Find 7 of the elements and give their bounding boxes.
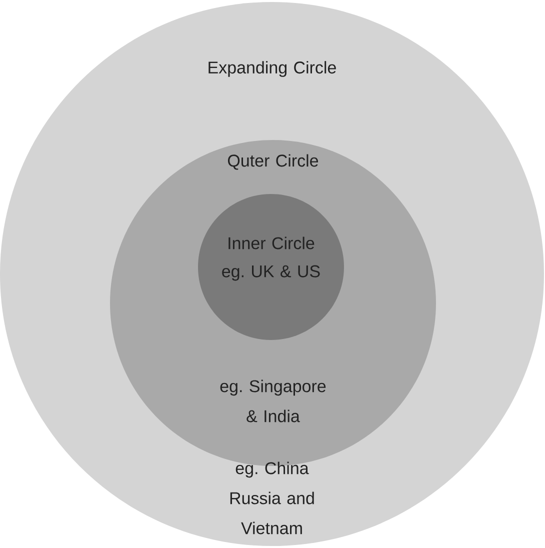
circle-label: Inner Circle (228, 236, 314, 250)
circle-region (198, 194, 344, 340)
example-label: eg. UK & US (222, 265, 320, 281)
circle-label: Expanding Circle (208, 61, 336, 77)
circle-label: Quter Circle (228, 154, 318, 170)
example-label: eg. Singapore & India (220, 380, 326, 422)
example-label: eg. China Russia and Vietnam (230, 462, 314, 534)
